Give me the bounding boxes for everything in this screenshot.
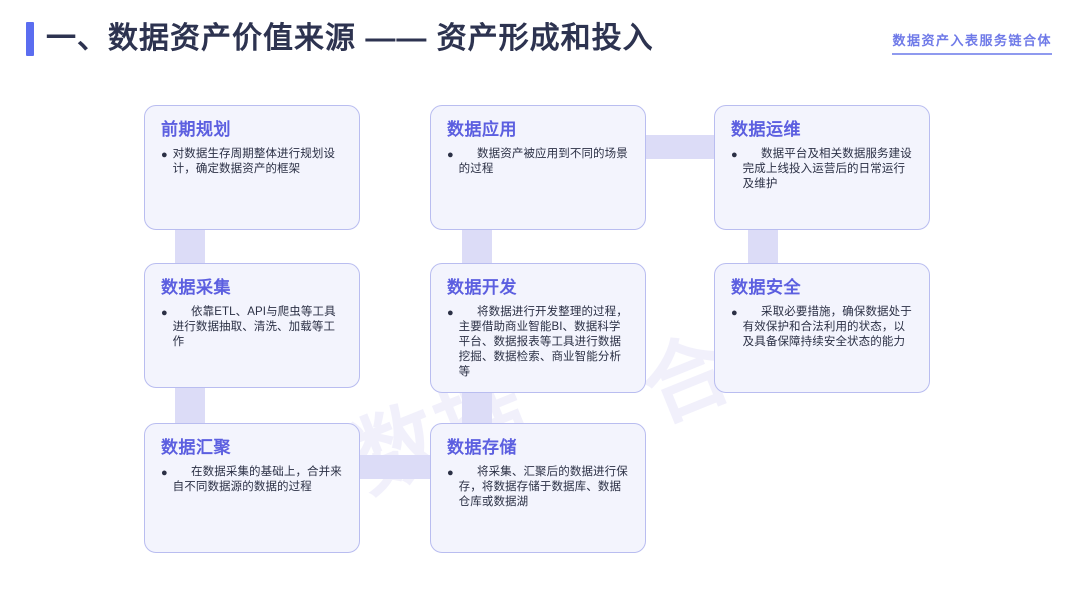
connector-pre-planning-to-collection bbox=[175, 228, 205, 264]
card-data-collection[interactable]: 数据采集 ● 依靠ETL、API与爬虫等工具进行数据抽取、清洗、加载等工作 bbox=[144, 263, 360, 388]
bullet-icon: ● bbox=[161, 467, 168, 480]
card-body-data-aggregation: ● 在数据采集的基础上，合并来自不同数据源的数据的过程 bbox=[161, 465, 343, 495]
card-body-data-development: ● 将数据进行开发整理的过程，主要借助商业智能BI、数据科学平台、数据报表等工具… bbox=[447, 305, 629, 380]
card-desc-pre-planning: 对数据生存周期整体进行规划设计，确定数据资产的框架 bbox=[172, 148, 336, 176]
bullet-icon: ● bbox=[161, 307, 168, 320]
bullet-icon: ● bbox=[731, 149, 738, 162]
card-data-storage[interactable]: 数据存储 ● 将采集、汇聚后的数据进行保存，将数据存储于数据库、数据仓库或数据湖 bbox=[430, 423, 646, 553]
card-body-data-security: ● 采取必要措施，确保数据处于有效保护和合法利用的状态，以及具备保障持续安全状态… bbox=[731, 305, 913, 350]
card-pre-planning[interactable]: 前期规划 ● 对数据生存周期整体进行规划设计，确定数据资产的框架 bbox=[144, 105, 360, 230]
card-desc-data-storage: 将采集、汇聚后的数据进行保存，将数据存储于数据库、数据仓库或数据湖 bbox=[458, 466, 628, 509]
bullet-icon: ● bbox=[161, 149, 168, 162]
brand-underline bbox=[892, 53, 1052, 55]
card-title-data-application: 数据应用 bbox=[447, 120, 517, 139]
bullet-icon: ● bbox=[731, 307, 738, 320]
card-title-data-security: 数据安全 bbox=[731, 278, 801, 297]
card-desc-data-collection: 依靠ETL、API与爬虫等工具进行数据抽取、清洗、加载等工作 bbox=[172, 306, 336, 349]
card-data-security[interactable]: 数据安全 ● 采取必要措施，确保数据处于有效保护和合法利用的状态，以及具备保障持… bbox=[714, 263, 930, 393]
bullet-icon: ● bbox=[447, 149, 454, 162]
card-data-application[interactable]: 数据应用 ● 数据资产被应用到不同的场景的过程 bbox=[430, 105, 646, 230]
card-body-pre-planning: ● 对数据生存周期整体进行规划设计，确定数据资产的框架 bbox=[161, 147, 343, 177]
card-body-data-application: ● 数据资产被应用到不同的场景的过程 bbox=[447, 147, 629, 177]
connector-collection-to-aggregation bbox=[175, 388, 205, 424]
connector-storage-to-development bbox=[462, 388, 492, 424]
page-title-text: 一、数据资产价值来源 —— 资产形成和投入 bbox=[46, 22, 654, 55]
card-desc-data-development: 将数据进行开发整理的过程，主要借助商业智能BI、数据科学平台、数据报表等工具进行… bbox=[458, 306, 628, 379]
card-body-data-storage: ● 将采集、汇聚后的数据进行保存，将数据存储于数据库、数据仓库或数据湖 bbox=[447, 465, 629, 510]
card-desc-data-security: 采取必要措施，确保数据处于有效保护和合法利用的状态，以及具备保障持续安全状态的能… bbox=[742, 306, 912, 349]
connector-operation-to-security bbox=[748, 228, 778, 264]
page-header: 一、数据资产价值来源 —— 资产形成和投入 数据资产入表服务链合体 bbox=[0, 0, 1080, 92]
card-title-data-storage: 数据存储 bbox=[447, 438, 517, 457]
card-title-data-aggregation: 数据汇聚 bbox=[161, 438, 231, 457]
card-body-data-operation: ● 数据平台及相关数据服务建设完成上线投入运营后的日常运行及维护 bbox=[731, 147, 913, 192]
card-data-operation[interactable]: 数据运维 ● 数据平台及相关数据服务建设完成上线投入运营后的日常运行及维护 bbox=[714, 105, 930, 230]
title-accent-bar bbox=[26, 22, 34, 56]
card-data-aggregation[interactable]: 数据汇聚 ● 在数据采集的基础上，合并来自不同数据源的数据的过程 bbox=[144, 423, 360, 553]
card-title-pre-planning: 前期规划 bbox=[161, 120, 231, 139]
card-title-data-collection: 数据采集 bbox=[161, 278, 231, 297]
card-body-data-collection: ● 依靠ETL、API与爬虫等工具进行数据抽取、清洗、加载等工作 bbox=[161, 305, 343, 350]
connector-development-to-application bbox=[462, 228, 492, 264]
card-data-development[interactable]: 数据开发 ● 将数据进行开发整理的过程，主要借助商业智能BI、数据科学平台、数据… bbox=[430, 263, 646, 393]
connector-application-to-operation bbox=[643, 135, 723, 159]
brand-label: 数据资产入表服务链合体 bbox=[892, 34, 1052, 49]
card-title-data-operation: 数据运维 bbox=[731, 120, 801, 139]
card-title-data-development: 数据开发 bbox=[447, 278, 517, 297]
card-desc-data-aggregation: 在数据采集的基础上，合并来自不同数据源的数据的过程 bbox=[172, 466, 342, 494]
card-desc-data-application: 数据资产被应用到不同的场景的过程 bbox=[458, 148, 628, 176]
card-desc-data-operation: 数据平台及相关数据服务建设完成上线投入运营后的日常运行及维护 bbox=[742, 148, 912, 191]
connector-aggregation-to-storage bbox=[358, 455, 444, 479]
bullet-icon: ● bbox=[447, 307, 454, 320]
page-title: 一、数据资产价值来源 —— 资产形成和投入 bbox=[26, 22, 654, 56]
bullet-icon: ● bbox=[447, 467, 454, 480]
brand-badge: 数据资产入表服务链合体 bbox=[892, 30, 1052, 55]
